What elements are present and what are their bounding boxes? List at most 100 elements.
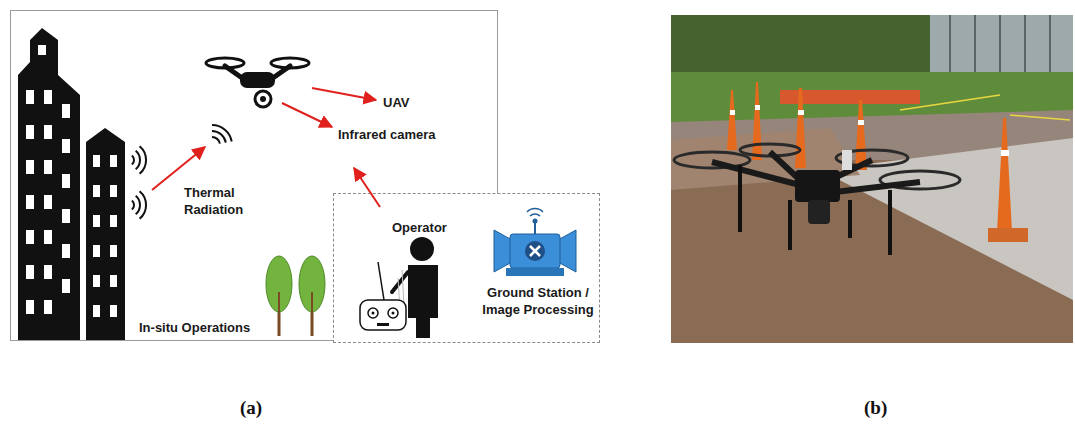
building-icon-part-part <box>93 245 100 257</box>
drone-photo-part <box>740 165 890 255</box>
tree-icon-part <box>278 292 280 312</box>
ground-station-icon <box>494 209 576 276</box>
radiation-waves-part <box>136 151 140 169</box>
building-icon-part-part <box>26 195 34 209</box>
tree-icon-part <box>311 292 313 312</box>
drone-photo-part-part <box>730 110 735 115</box>
operator-figure-part <box>408 265 438 338</box>
remote-controller-part <box>392 312 395 315</box>
pointer-arrows-part <box>312 88 376 100</box>
operator-label: Operator <box>392 219 447 236</box>
drone-icon <box>206 58 309 107</box>
building-icon-part-part <box>44 230 52 244</box>
radiation-waves-part <box>212 137 220 144</box>
building-icon-part-part <box>93 215 100 227</box>
operator-figure-part <box>410 237 434 261</box>
building-icon-part-part <box>44 265 52 279</box>
building-icon-part-part <box>44 125 52 139</box>
drone-photo-part-part <box>755 105 760 110</box>
building-icon-part-part <box>93 155 100 167</box>
drone-photo-part <box>842 150 852 170</box>
building-icon-part-part <box>26 265 34 279</box>
radiation-waves-part <box>132 200 134 209</box>
building-icon-part-part <box>44 160 52 174</box>
radiation-waves-part <box>136 196 140 214</box>
remote-controller <box>360 300 406 330</box>
drone-photo-part-part <box>752 82 762 160</box>
ground-station-icon-part <box>533 219 538 224</box>
drone-photo-part-part <box>855 100 867 170</box>
drone-photo-part-part <box>988 228 1028 242</box>
remote-controller-part <box>377 323 389 326</box>
building-icon-part-part <box>38 45 46 55</box>
operator-figure-part <box>378 262 384 300</box>
drone-photo-part <box>671 15 1073 343</box>
building-icon-part-part <box>93 305 100 317</box>
building-icon-part-part <box>26 90 34 104</box>
building-icon-part-part <box>26 300 34 314</box>
panel-letter: (b) <box>864 397 887 419</box>
drone-photo <box>671 15 1073 343</box>
drone-photo-part <box>808 200 830 224</box>
building-icon-part <box>18 28 80 340</box>
pointer-arrows-part <box>282 103 332 127</box>
drone-photo-part <box>900 95 1070 120</box>
radiation-waves-part <box>212 125 232 142</box>
building-icon-part-part <box>62 279 70 293</box>
radiation-waves-part <box>212 131 226 143</box>
building-icon-part-part <box>26 160 34 174</box>
tree-icon <box>266 256 325 336</box>
building-icon-part-part <box>110 155 117 167</box>
remote-controller-part <box>372 312 375 315</box>
radiation-waves-part <box>140 146 146 174</box>
remote-controller-part <box>360 300 406 330</box>
drone-photo-part <box>730 105 1009 156</box>
building-icon-part-part <box>110 305 117 317</box>
panel-letter: (a) <box>240 397 262 419</box>
pointer-arrows-part <box>354 168 380 207</box>
tree-icon-part <box>299 256 325 312</box>
building-icon-part-part <box>44 195 52 209</box>
ground-station-icon-part <box>534 222 536 234</box>
camera-label: Infrared camera <box>338 126 436 143</box>
building-icon-part <box>86 128 125 340</box>
drone-photo-part-part <box>727 90 737 150</box>
pointer-arrows-part <box>152 147 205 190</box>
building-icon-part-part <box>110 185 117 197</box>
building-icon-part <box>93 155 117 317</box>
uav-label: UAV <box>383 94 409 111</box>
building-icon-part-part <box>110 275 117 287</box>
ground-station-icon-part <box>530 246 540 256</box>
building-icon-part-part <box>62 244 70 258</box>
ground-station-icon-part <box>506 268 564 276</box>
tree-icon-part <box>266 256 292 312</box>
drone-photo-part-part <box>795 88 806 168</box>
ground-station-icon-part <box>525 241 545 261</box>
building-icon-part-part <box>110 245 117 257</box>
drone-icon-part <box>240 72 275 88</box>
building-icon-part-part <box>44 300 52 314</box>
building-icon-part-part <box>93 275 100 287</box>
drone-photo-part-part <box>997 118 1012 232</box>
drone-photo-part-part <box>858 120 864 125</box>
ground-station-label: Ground Station / Image Processing <box>481 284 595 318</box>
building-icon-part-part <box>62 174 70 188</box>
building-icon-part-part <box>110 215 117 227</box>
building-icon-part-part <box>62 139 70 153</box>
scene-label: In-situ Operations <box>139 319 250 336</box>
building-icon-part-part <box>93 185 100 197</box>
ground-station-icon-part <box>510 234 560 268</box>
building-icon-part <box>26 45 70 314</box>
drone-photo-part-part <box>1001 150 1009 156</box>
remote-controller-part <box>368 308 378 318</box>
operator-figure-part <box>392 272 408 292</box>
drone-photo-part <box>795 170 840 202</box>
ground-station-icon-part <box>494 230 512 272</box>
ground-station-icon-part <box>558 230 576 272</box>
building-icon-part-part <box>26 125 34 139</box>
radiation-waves-part <box>132 155 134 164</box>
building-icon-part-part <box>26 230 34 244</box>
building-icon-part-part <box>44 90 52 104</box>
